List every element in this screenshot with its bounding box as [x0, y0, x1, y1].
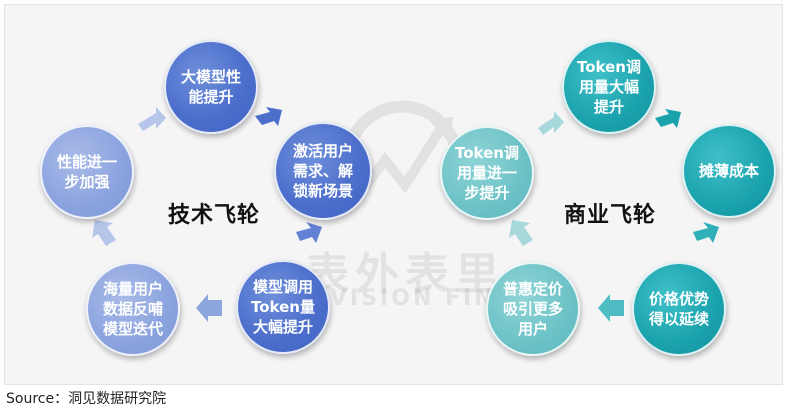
node-left-performance-boost: 性能进一 步加强: [40, 125, 134, 219]
node-label: 性能进一 步加强: [56, 153, 117, 191]
arrow-left-5: [92, 220, 116, 246]
arrow-left-2: [255, 107, 282, 126]
node-right-cost-dilution: 摊薄成本: [682, 124, 776, 218]
node-label: 海量用户 数据反哺 模型迭代: [102, 280, 163, 338]
arrow-left-3: [296, 222, 322, 243]
node-label: 摊薄成本: [698, 162, 759, 180]
node-label: 普惠定价 吸引更多 用户: [502, 280, 563, 338]
title-tech-flywheel: 技术飞轮: [168, 203, 261, 228]
node-right-token-further: Token调 用量进一 步提升: [440, 126, 534, 220]
node-right-inclusive-pricing: 普惠定价 吸引更多 用户: [486, 262, 580, 356]
node-left-activate-demand: 激活用户 需求、解 锁新场景: [274, 122, 372, 220]
source-caption: Source：洞见数据研究院: [6, 391, 167, 407]
node-label: 大模型性 能提升: [180, 68, 241, 106]
arrow-right-3: [693, 222, 719, 243]
node-left-model-performance: 大模型性 能提升: [164, 40, 258, 134]
node-label: Token调 用量进一 步提升: [455, 144, 519, 202]
arrow-right-2: [655, 109, 681, 128]
node-left-user-data: 海量用户 数据反哺 模型迭代: [86, 262, 180, 356]
node-right-token-surge: Token调 用量大幅 提升: [562, 40, 656, 134]
arrow-right-4: [598, 294, 624, 322]
arrow-right-1: [538, 111, 564, 135]
arrow-left-4: [196, 294, 222, 322]
title-business-flywheel: 商业飞轮: [564, 203, 657, 228]
node-right-price-advantage: 价格优势 得以延续: [632, 262, 726, 356]
node-label: 价格优势 得以延续: [648, 290, 709, 328]
node-label: Token调 用量大幅 提升: [577, 58, 641, 116]
arrow-right-5: [509, 220, 533, 246]
node-label: 模型调用 Token量 大幅提升: [251, 278, 315, 336]
arrow-left-1: [138, 107, 166, 131]
node-label: 激活用户 需求、解 锁新场景: [292, 142, 353, 200]
node-left-token-usage: 模型调用 Token量 大幅提升: [236, 260, 330, 354]
